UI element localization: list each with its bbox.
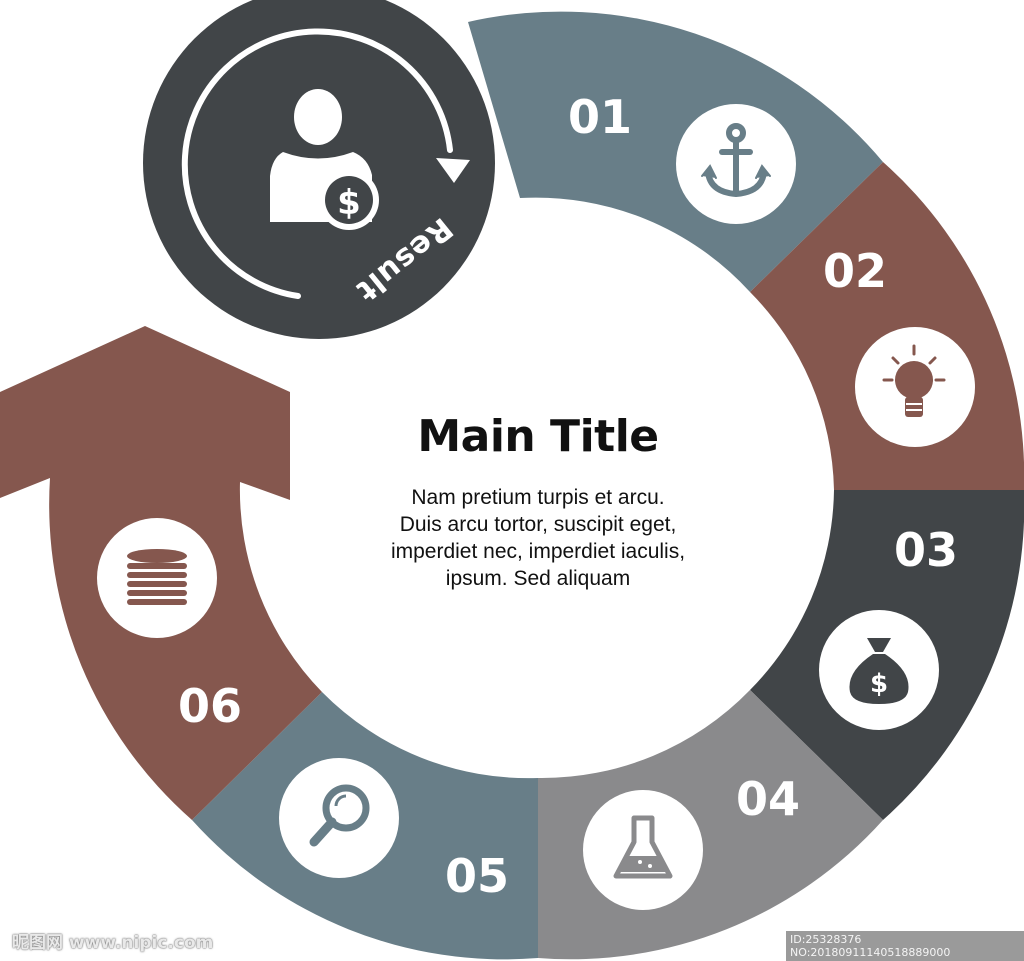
segment-02-icon-badge xyxy=(855,327,975,447)
segment-02-number: 02 xyxy=(823,244,887,298)
segment-04-icon-badge xyxy=(583,790,703,910)
segment-01-icon-badge xyxy=(676,104,796,224)
dollar-coin-icon: $ xyxy=(319,170,379,230)
anchor-icon xyxy=(701,123,771,198)
lightbulb-icon xyxy=(882,344,946,417)
segment-06-icon-badge xyxy=(97,518,217,638)
segment-06-number: 06 xyxy=(178,679,242,733)
center-content: Main Title Nam pretium turpis et arcu. D… xyxy=(388,408,688,592)
svg-text:$: $ xyxy=(870,669,888,699)
segment-05-icon-badge xyxy=(279,758,399,878)
segment-01-number: 01 xyxy=(568,90,632,144)
segment-03-number: 03 xyxy=(894,523,958,577)
watermark-right: ID:25328376 NO:20180911140518889000 xyxy=(786,931,1024,961)
segment-01 xyxy=(468,11,883,293)
main-body-text: Nam pretium turpis et arcu. Duis arcu to… xyxy=(390,486,686,590)
svg-text:$: $ xyxy=(337,183,361,223)
magnifier-icon xyxy=(309,784,370,847)
coin-stack-icon xyxy=(127,549,187,605)
money-bag-icon: $ xyxy=(849,638,909,704)
flask-icon xyxy=(613,815,673,879)
main-title: Main Title xyxy=(417,411,659,462)
segment-04-number: 04 xyxy=(736,772,800,826)
result-badge: $ Result xyxy=(143,0,495,339)
watermark-left: 昵图网 www.nipic.com xyxy=(12,933,214,953)
segment-05-number: 05 xyxy=(445,849,509,903)
circular-arrow-icon xyxy=(181,28,453,299)
segment-03-icon-badge: $ xyxy=(819,610,939,730)
